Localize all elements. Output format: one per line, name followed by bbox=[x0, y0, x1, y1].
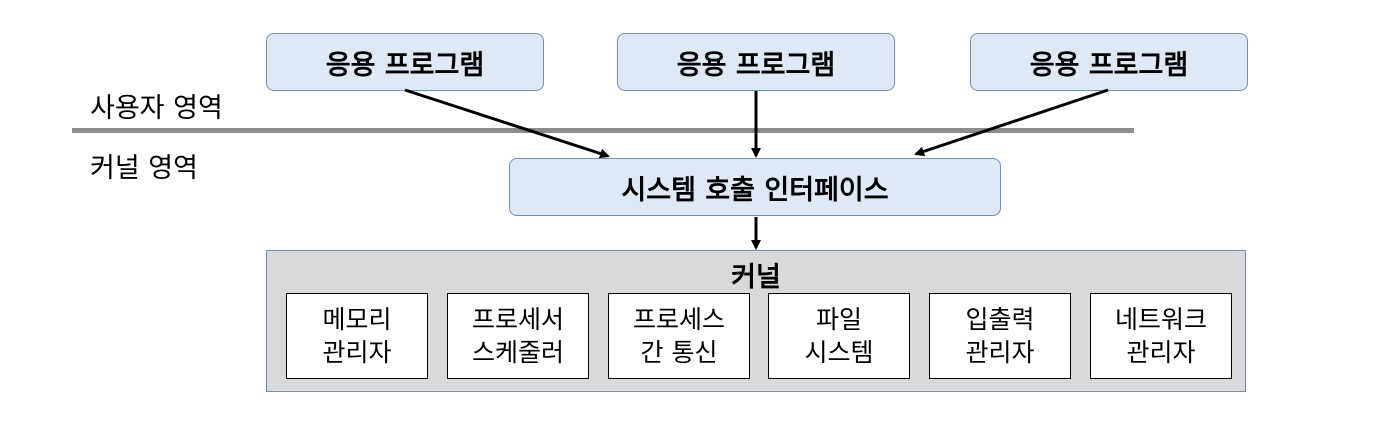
application-program-label: 응용 프로그램 bbox=[1029, 49, 1189, 81]
module-label-line1: 프로세스 bbox=[632, 305, 725, 334]
file-system-module: 파일 시스템 bbox=[768, 293, 910, 379]
module-label-line1: 입출력 bbox=[965, 305, 1035, 334]
application-program-label: 응용 프로그램 bbox=[325, 49, 485, 81]
module-label-line2: 간 통신 bbox=[640, 338, 718, 367]
kernel-box: 커널 메모리 관리자 프로세서 스케줄러 프로세스 간 통신 파일 시스템 입출… bbox=[266, 250, 1246, 392]
module-label-line1: 프로세서 bbox=[471, 305, 564, 334]
module-label-line2: 스케줄러 bbox=[471, 338, 564, 367]
module-label-line2: 관리자 bbox=[965, 338, 1035, 367]
application-program-box-1: 응용 프로그램 bbox=[266, 33, 544, 91]
memory-manager-module: 메모리 관리자 bbox=[286, 293, 428, 379]
kernel-title: 커널 bbox=[731, 262, 781, 293]
network-manager-module: 네트워크 관리자 bbox=[1090, 293, 1232, 379]
application-program-label: 응용 프로그램 bbox=[676, 49, 836, 81]
system-call-interface-box: 시스템 호출 인터페이스 bbox=[509, 158, 1001, 216]
module-label-line1: 파일 bbox=[815, 305, 862, 334]
application-program-box-3: 응용 프로그램 bbox=[970, 33, 1248, 91]
module-label-line2: 관리자 bbox=[1126, 338, 1196, 367]
application-program-box-2: 응용 프로그램 bbox=[617, 33, 895, 91]
ipc-module: 프로세스 간 통신 bbox=[608, 293, 750, 379]
process-scheduler-module: 프로세서 스케줄러 bbox=[447, 293, 589, 379]
module-label-line2: 관리자 bbox=[322, 338, 392, 367]
module-label-line1: 메모리 bbox=[322, 305, 392, 334]
arrow-app3-to-syscall bbox=[914, 88, 1109, 157]
kernel-space-label: 커널 영역 bbox=[90, 153, 198, 184]
user-space-label: 사용자 영역 bbox=[90, 93, 223, 124]
system-call-interface-label: 시스템 호출 인터페이스 bbox=[621, 174, 889, 206]
module-label-line1: 네트워크 bbox=[1114, 305, 1207, 334]
module-label-line2: 시스템 bbox=[804, 338, 874, 367]
arrow-app1-to-syscall bbox=[404, 88, 610, 159]
user-kernel-divider bbox=[72, 128, 1134, 133]
io-manager-module: 입출력 관리자 bbox=[929, 293, 1071, 379]
